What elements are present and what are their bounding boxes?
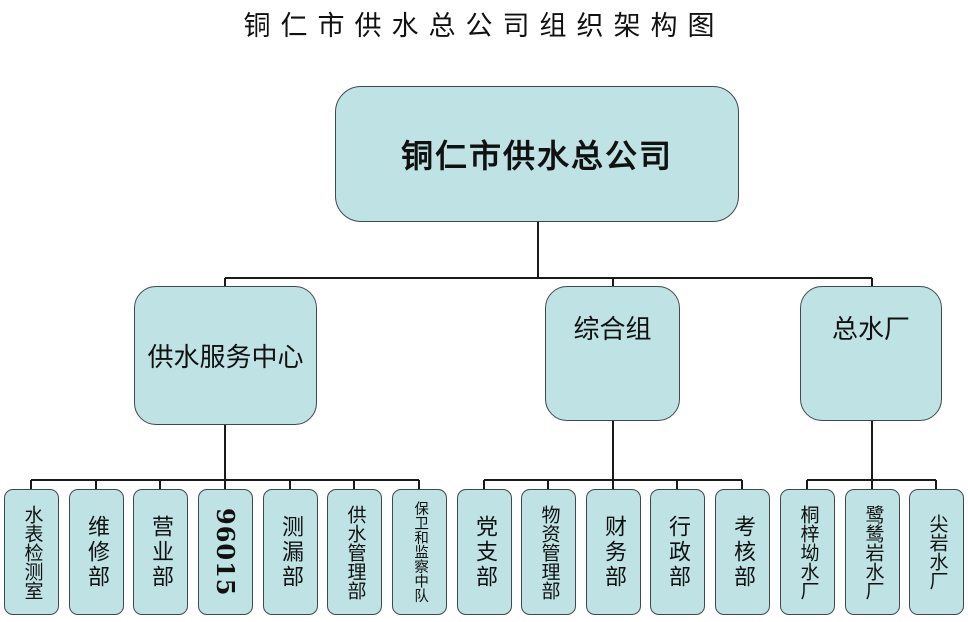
- unit-materials-management: 物资管理部: [521, 489, 576, 615]
- unit-tongziao-plant: 桐梓坳水厂: [780, 489, 835, 615]
- page-title: 铜仁市供水总公司组织架构图: [243, 11, 725, 42]
- root-node: 铜仁市供水总公司: [335, 86, 739, 222]
- unit-assessment: 考核部: [715, 489, 770, 615]
- unit-supply-management: 供水管理部: [327, 489, 382, 615]
- unit-lusiyan-plant: 鹭鸶岩水厂: [845, 489, 900, 615]
- unit-administration: 行政部: [650, 489, 705, 615]
- unit-leak-detection: 测漏部: [263, 489, 318, 615]
- unit-jianyan-plant: 尖岩水厂: [909, 489, 964, 615]
- unit-hotline-96015: 96015: [198, 489, 253, 615]
- unit-security-squad: 保卫和监察中队: [392, 489, 447, 615]
- unit-finance: 财务部: [586, 489, 641, 615]
- dept-water-plant: 总水厂: [800, 286, 942, 421]
- unit-business: 营业部: [133, 489, 188, 615]
- unit-party-branch: 党支部: [457, 489, 512, 615]
- unit-maintenance: 维修部: [69, 489, 124, 615]
- dept-water-service-center: 供水服务中心: [134, 286, 317, 425]
- unit-meter-testing-room: 水表检测室: [4, 489, 59, 615]
- dept-general-affairs: 综合组: [545, 286, 680, 421]
